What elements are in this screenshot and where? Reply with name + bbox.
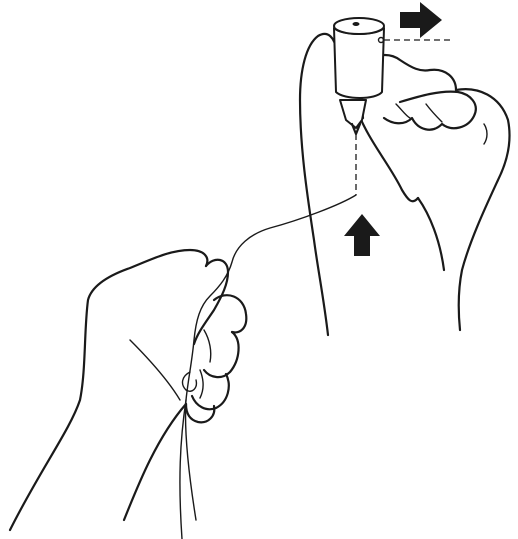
left-palm-line bbox=[130, 340, 180, 400]
left-finger-crease-2 bbox=[200, 370, 203, 398]
up-arrow-icon bbox=[344, 214, 380, 256]
right-middle-fingers bbox=[384, 92, 476, 130]
cap-body bbox=[334, 28, 384, 98]
left-hand-top bbox=[10, 250, 207, 530]
cap bbox=[334, 18, 384, 134]
left-finger-crease-1 bbox=[204, 330, 211, 362]
right-thumb bbox=[300, 34, 337, 335]
left-middle-finger bbox=[204, 332, 239, 377]
cap-top bbox=[334, 18, 384, 34]
right-palm-edge bbox=[357, 110, 418, 201]
right-hand bbox=[300, 34, 510, 335]
left-thumb bbox=[194, 260, 228, 344]
right-arrow-icon bbox=[400, 2, 442, 38]
left-hand bbox=[10, 250, 246, 530]
left-palm-bottom bbox=[124, 404, 186, 520]
right-finger-crease-1 bbox=[396, 104, 410, 118]
right-wrist-inner bbox=[418, 198, 444, 270]
right-finger-crease-2 bbox=[426, 104, 442, 122]
left-ring-finger bbox=[192, 374, 229, 409]
cap-hole bbox=[353, 22, 360, 26]
right-pinky-crease bbox=[484, 124, 487, 144]
